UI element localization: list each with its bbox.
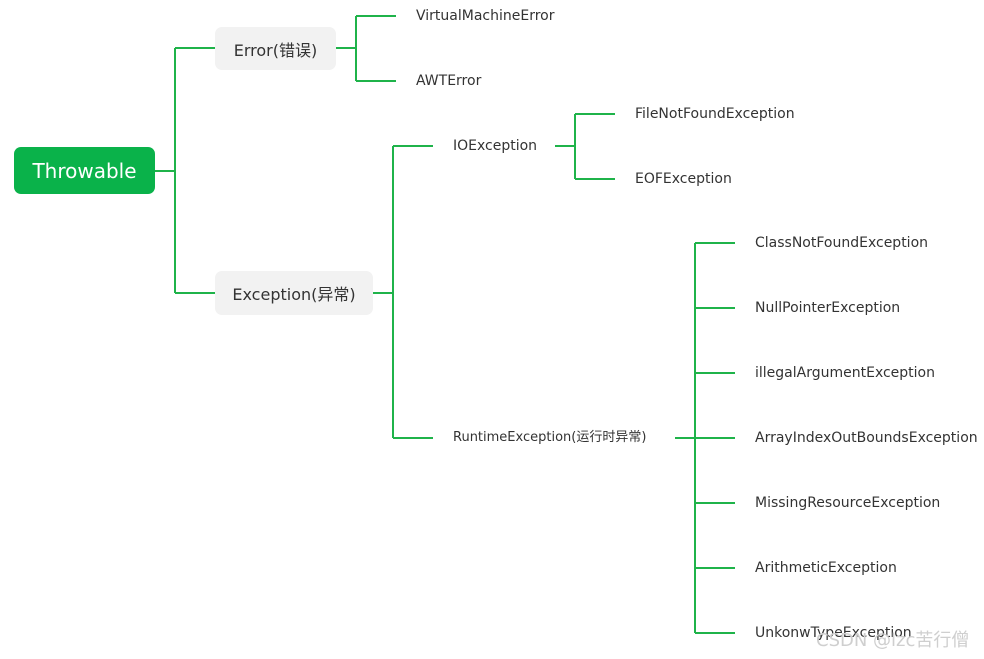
node-runtime-exception[interactable]: RuntimeException(运行时异常) — [453, 430, 647, 445]
node-exception-label: Exception(异常) — [232, 285, 356, 304]
node-eof-exception[interactable]: EOFException — [635, 171, 732, 187]
root-node-label: Throwable — [32, 158, 137, 183]
node-file-not-found-exception[interactable]: FileNotFoundException — [635, 106, 795, 122]
node-null-pointer-exception[interactable]: NullPointerException — [755, 300, 901, 316]
node-missing-resource-exception[interactable]: MissingResourceException — [755, 495, 941, 511]
node-virtual-machine-error[interactable]: VirtualMachineError — [416, 8, 555, 24]
node-illegal-argument-exception[interactable]: illegalArgumentException — [755, 365, 935, 381]
node-error-label: Error(错误) — [233, 40, 318, 60]
node-class-not-found-exception[interactable]: ClassNotFoundException — [755, 235, 929, 251]
watermark: CSDN @lzc苦行僧 — [816, 630, 970, 651]
node-array-index-out-bounds-exception[interactable]: ArrayIndexOutBoundsException — [755, 430, 978, 446]
node-arithmetic-exception[interactable]: ArithmeticException — [755, 560, 897, 576]
node-exception[interactable]: Exception(异常) — [215, 271, 373, 315]
node-error[interactable]: Error(错误) — [215, 27, 336, 70]
node-unknown-type-exception[interactable]: UnkonwTypeException — [755, 625, 912, 641]
node-awt-error[interactable]: AWTError — [416, 73, 482, 89]
node-io-exception[interactable]: IOException — [453, 138, 538, 154]
root-node-throwable[interactable]: Throwable — [14, 147, 155, 194]
